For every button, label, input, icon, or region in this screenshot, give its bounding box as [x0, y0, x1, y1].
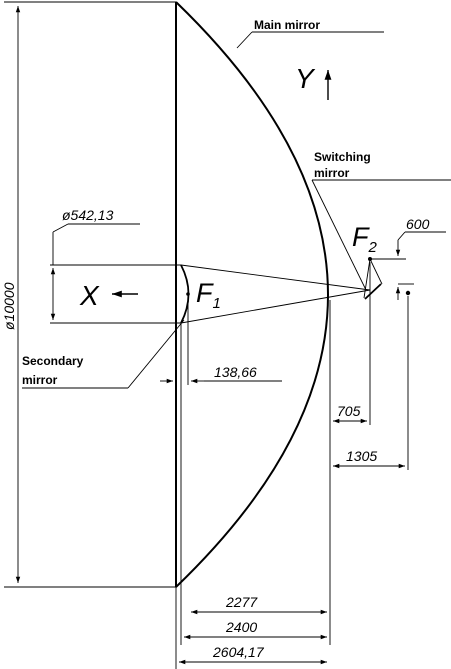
label-secondary-mirror-2: mirror [22, 373, 58, 387]
dimension-138 [160, 298, 282, 385]
dim-text-600: 600 [406, 216, 430, 232]
dimension-diameter-secondary [50, 223, 181, 324]
label-switching-mirror-1: Switching [314, 150, 371, 164]
axis-label-y: Y [295, 63, 316, 94]
dim-text-diameter-secondary: ø542,13 [62, 207, 114, 223]
dimension-600 [370, 231, 446, 300]
dim-text-2277: 2277 [225, 594, 258, 610]
ray-lines [180, 264, 371, 324]
dim-text-138: 138,66 [214, 364, 257, 380]
focus-point-f1 [186, 292, 190, 296]
main-mirror [175, 1, 329, 588]
dim-text-705: 705 [337, 403, 361, 419]
dimension-diameter-main [4, 1, 176, 588]
focus-label-f1: F1 [196, 278, 221, 312]
dim-text-2400: 2400 [225, 619, 257, 635]
label-main-mirror: Main mirror [254, 18, 320, 32]
label-switching-mirror-2: mirror [314, 166, 350, 180]
switching-mirror-leader [311, 179, 451, 291]
label-secondary-mirror-1: Secondary [22, 354, 84, 368]
extension-lines [175, 262, 409, 669]
switching-mirror [363, 258, 383, 300]
dim-text-1305: 1305 [346, 448, 377, 464]
axis-label-x: X [79, 280, 100, 311]
dim-text-2604: 2604,17 [212, 644, 265, 660]
focus-label-f2: F2 [352, 222, 378, 256]
dim-text-diameter-main: ø10000 [1, 282, 17, 330]
secondary-mirror-leader [22, 319, 185, 389]
focus-point-far [405, 290, 411, 296]
main-mirror-leader [236, 31, 384, 49]
